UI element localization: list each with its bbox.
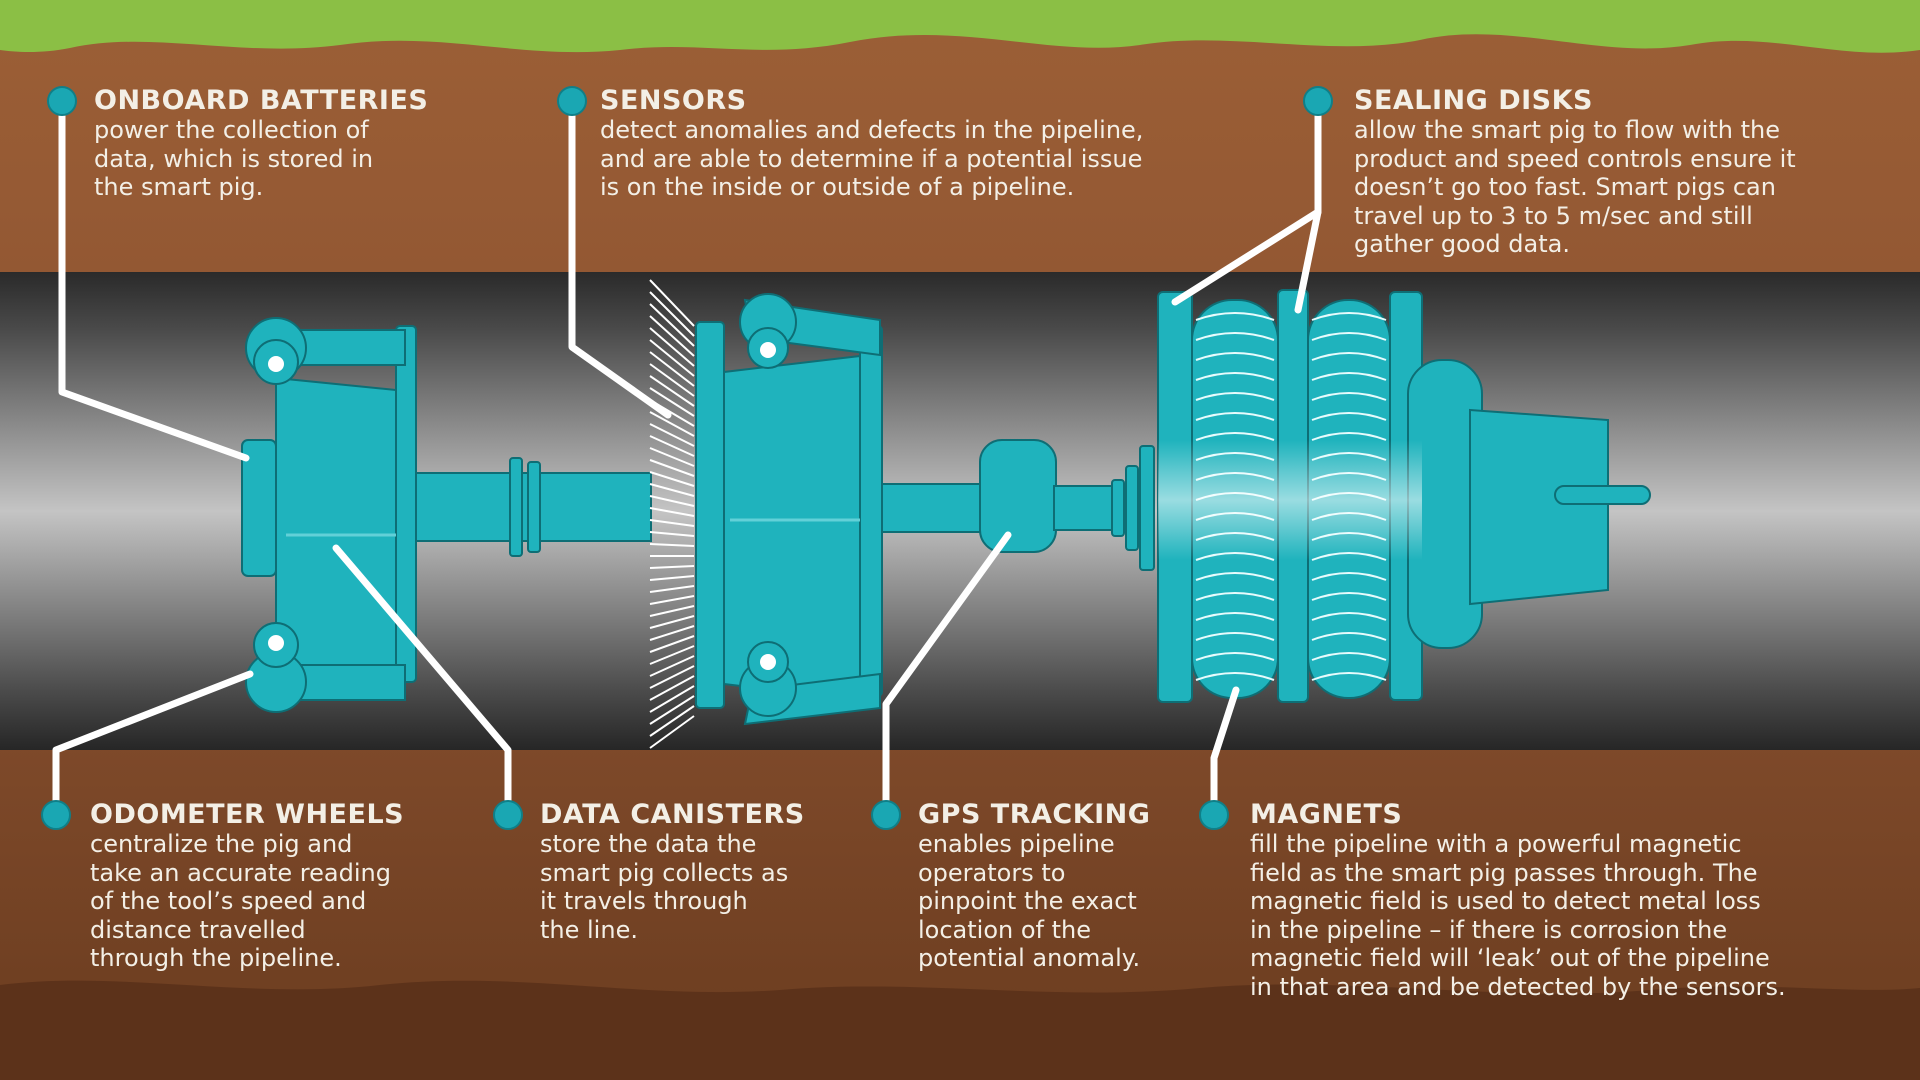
label-odometer-wheels: ODOMETER WHEELS centralize the pig and t… — [90, 800, 404, 973]
callout-dot-sensors — [557, 86, 587, 116]
grass — [0, 0, 1920, 53]
desc-line: of the tool’s speed and — [90, 887, 367, 915]
desc-line: is on the inside or outside of a pipelin… — [600, 173, 1075, 201]
callout-line-gps-tracking — [882, 531, 1012, 816]
desc-line: travel up to 3 to 5 m/sec and still — [1354, 201, 1753, 230]
desc-onboard-batteries: power the collection of data, which is s… — [94, 116, 428, 202]
callout-lines — [52, 97, 1322, 816]
desc-line: data, which is stored in — [94, 144, 374, 173]
desc-data-canisters: store the data the smart pig collects as… — [540, 830, 805, 944]
desc-line: the line. — [540, 915, 638, 944]
desc-line: it travels through — [540, 887, 748, 915]
desc-line: magnetic field is used to detect metal l… — [1250, 887, 1761, 915]
label-sensors: SENSORS detect anomalies and defects in … — [600, 86, 1143, 202]
desc-line: allow the smart pig to flow with the — [1354, 116, 1780, 144]
callout-line-sealing-disks-2 — [1294, 208, 1322, 314]
label-onboard-batteries: ONBOARD BATTERIES power the collection o… — [94, 86, 428, 202]
desc-line: gather good data. — [1354, 230, 1570, 258]
callout-dot-onboard-batteries — [47, 86, 77, 116]
desc-line: fill the pipeline with a powerful magnet… — [1250, 830, 1742, 858]
callout-line-onboard-batteries — [58, 97, 250, 462]
sensor-brush — [649, 279, 695, 749]
desc-line: through the pipeline. — [90, 944, 342, 972]
desc-line: product and speed controls ensure it — [1354, 144, 1796, 173]
label-magnets: MAGNETS fill the pipeline with a powerfu… — [1250, 800, 1786, 1001]
label-data-canisters: DATA CANISTERS store the data the smart … — [540, 800, 805, 944]
desc-line: centralize the pig and — [90, 830, 353, 858]
callout-dots — [41, 86, 1333, 830]
deep-soil — [0, 980, 1920, 1080]
desc-line: doesn’t go too fast. Smart pigs can — [1354, 173, 1776, 201]
desc-odometer-wheels: centralize the pig and take an accurate … — [90, 830, 404, 973]
desc-sealing-disks: allow the smart pig to flow with the pro… — [1354, 116, 1796, 259]
desc-gps-tracking: enables pipeline operators to pinpoint t… — [918, 830, 1150, 973]
title-sealing-disks: SEALING DISKS — [1354, 85, 1593, 116]
desc-line: smart pig collects as — [540, 858, 789, 887]
title-gps-tracking: GPS TRACKING — [918, 799, 1151, 830]
desc-line: field as the smart pig passes through. T… — [1250, 858, 1758, 887]
desc-line: power the collection of — [94, 116, 369, 144]
callout-dot-magnets — [1199, 800, 1229, 830]
desc-line: store the data the — [540, 830, 757, 858]
title-odometer-wheels: ODOMETER WHEELS — [90, 799, 405, 830]
magnetic-field-glow — [1158, 440, 1422, 560]
desc-line: in that area and be detected by the sens… — [1250, 972, 1786, 1001]
desc-line: in the pipeline – if there is corrosion … — [1250, 915, 1728, 944]
desc-line: enables pipeline — [918, 830, 1115, 858]
title-onboard-batteries: ONBOARD BATTERIES — [94, 85, 429, 116]
desc-line: and are able to determine if a potential… — [600, 144, 1143, 173]
label-gps-tracking: GPS TRACKING enables pipeline operators … — [918, 800, 1150, 973]
desc-line: location of the — [918, 915, 1092, 944]
callout-dot-gps-tracking — [871, 800, 901, 830]
title-magnets: MAGNETS — [1250, 799, 1403, 830]
callout-dot-sealing-disks — [1303, 86, 1333, 116]
callout-line-odometer-wheels — [52, 670, 254, 816]
desc-line: take an accurate reading — [90, 858, 391, 887]
callout-line-magnets — [1210, 686, 1240, 816]
desc-line: operators to — [918, 858, 1066, 887]
title-sensors: SENSORS — [600, 85, 747, 116]
callout-line-sensors — [568, 97, 672, 419]
desc-line: potential anomaly. — [918, 944, 1141, 972]
desc-line: distance travelled — [90, 915, 306, 944]
desc-sensors: detect anomalies and defects in the pipe… — [600, 116, 1143, 202]
callout-dot-odometer-wheels — [41, 800, 71, 830]
callout-dot-data-canisters — [493, 800, 523, 830]
desc-magnets: fill the pipeline with a powerful magnet… — [1250, 830, 1786, 1001]
label-sealing-disks: SEALING DISKS allow the smart pig to flo… — [1354, 86, 1796, 259]
desc-line: pinpoint the exact — [918, 887, 1137, 915]
desc-line: detect anomalies and defects in the pipe… — [600, 116, 1144, 144]
desc-line: the smart pig. — [94, 173, 264, 201]
callout-line-data-canisters — [332, 544, 512, 816]
title-data-canisters: DATA CANISTERS — [540, 799, 805, 830]
desc-line: magnetic field will ‘leak’ out of the pi… — [1250, 944, 1770, 972]
